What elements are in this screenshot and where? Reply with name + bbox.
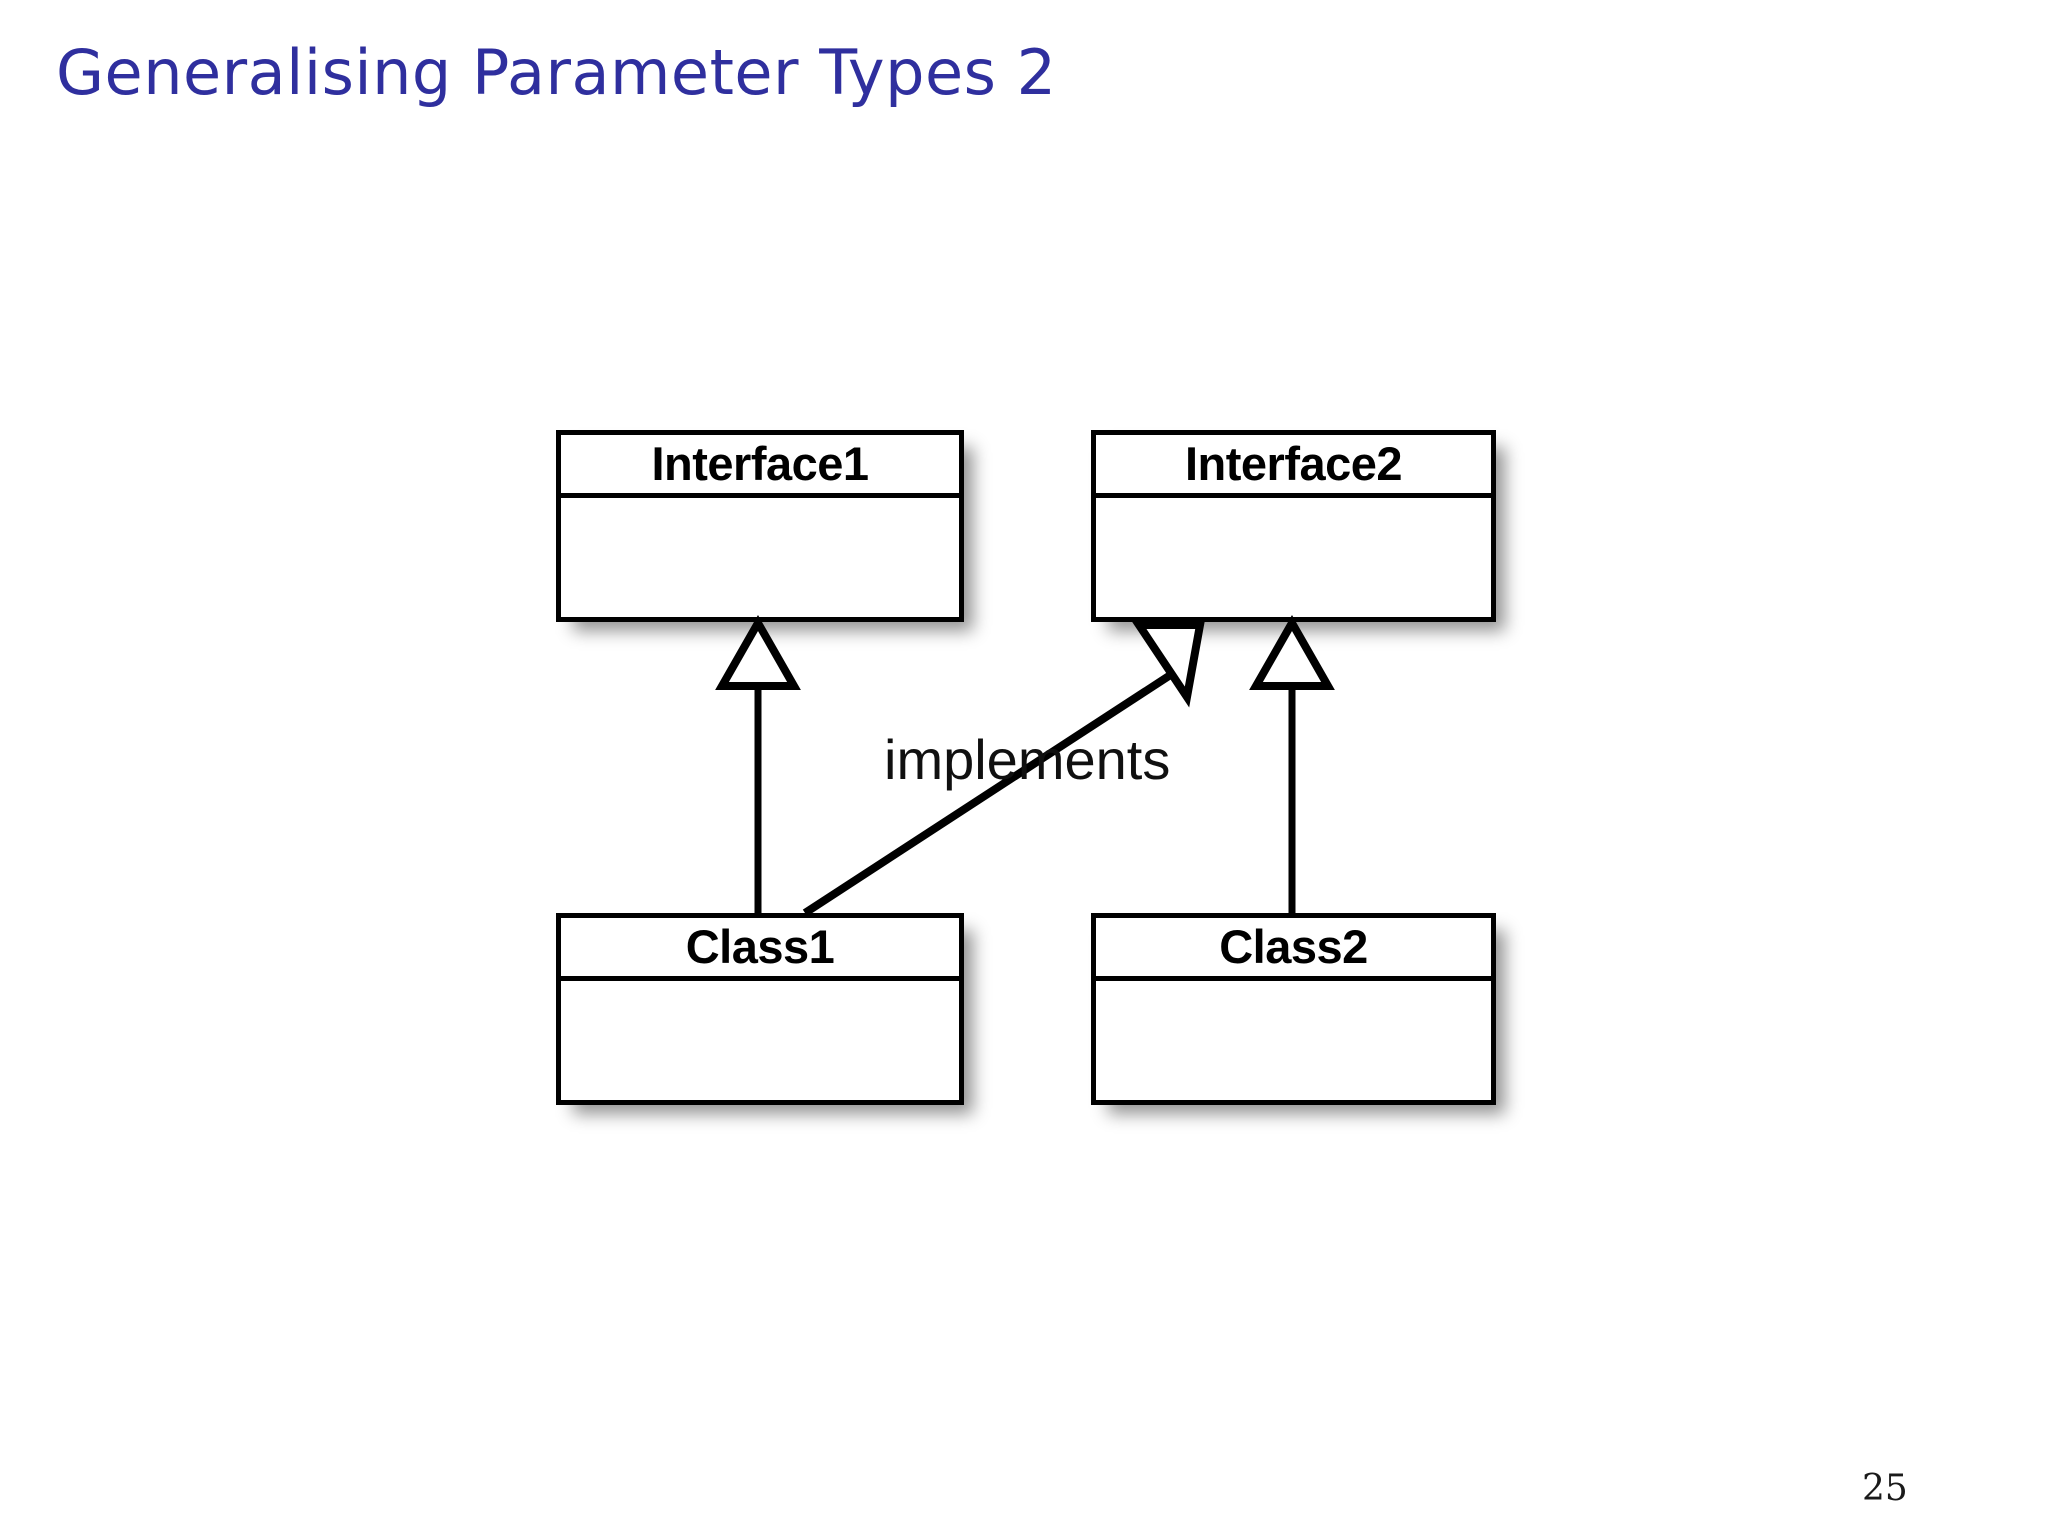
uml-node-class2-title-compartment: Class2 [1096, 918, 1491, 981]
uml-node-class2-name: Class2 [1219, 919, 1368, 973]
uml-node-class2[interactable]: Class2 [1091, 913, 1496, 1105]
uml-node-interface2-name: Interface2 [1184, 436, 1403, 490]
uml-node-interface2[interactable]: Interface2 [1091, 430, 1496, 622]
edge-class1-to-interface1 [715, 614, 801, 913]
edge-class2-to-interface2 [1249, 614, 1335, 913]
edge-line-class1-interface2 [802, 668, 1178, 917]
hollow-triangle-arrowhead-interface2-from-class2 [1249, 614, 1335, 690]
uml-node-interface2-title-compartment: Interface2 [1096, 435, 1491, 498]
hollow-triangle-arrowhead-interface1 [715, 614, 801, 690]
uml-node-class1[interactable]: Class1 [556, 913, 964, 1105]
uml-node-interface1-members-compartment [561, 498, 959, 622]
uml-node-class1-title-compartment: Class1 [561, 918, 959, 981]
uml-node-interface2-members-compartment [1096, 498, 1491, 622]
uml-node-class2-members-compartment [1096, 981, 1491, 1105]
hollow-triangle-arrowhead-interface2-from-class1 [1131, 621, 1205, 708]
page-number: 25 [1862, 1468, 1908, 1509]
uml-node-interface1-name: Interface1 [651, 436, 869, 490]
page-title: Generalising Parameter Types 2 [56, 36, 1057, 109]
uml-node-interface1-title-compartment: Interface1 [561, 435, 959, 498]
uml-node-class1-members-compartment [561, 981, 959, 1105]
edge-label-implements: implements [884, 728, 1171, 791]
uml-node-interface1[interactable]: Interface1 [556, 430, 964, 622]
uml-node-class1-name: Class1 [685, 919, 835, 973]
